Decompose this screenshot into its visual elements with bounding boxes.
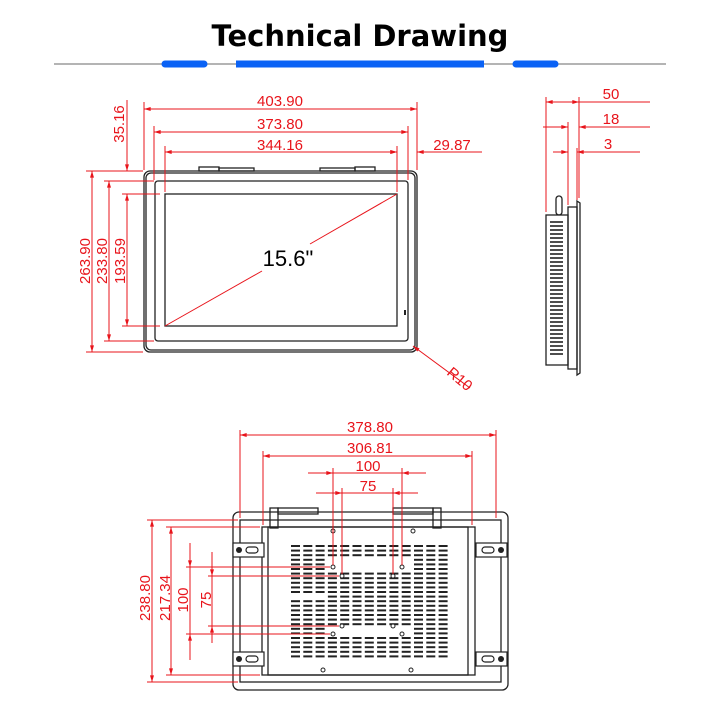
dim-height-bezel: 233.80 — [94, 180, 154, 342]
mounting-hole — [410, 528, 416, 534]
mounting-hole — [390, 623, 396, 629]
mounting-bracket — [232, 651, 265, 667]
svg-text:35.16: 35.16 — [111, 105, 128, 143]
mounting-hole — [399, 631, 405, 637]
mounting-hole — [339, 573, 345, 579]
back-view: 378.80 306.81 100 75 238.80 — [137, 419, 509, 691]
svg-text:18: 18 — [603, 111, 620, 128]
dim-bezel-offset: 29.87 — [380, 137, 482, 154]
mounting-hole — [320, 667, 326, 673]
svg-text:75: 75 — [360, 478, 377, 495]
dim-width-outer: 403.90 — [143, 93, 418, 170]
dim-back-height-enclosure: 217.34 — [157, 526, 260, 676]
dim-vesa-75-vertical: 75 — [198, 552, 339, 643]
back-outline — [232, 507, 509, 691]
svg-text:344.16: 344.16 — [257, 137, 303, 154]
svg-text:217.34: 217.34 — [157, 575, 174, 621]
svg-text:403.90: 403.90 — [257, 93, 303, 110]
mounting-bracket — [232, 542, 265, 558]
mounting-bracket — [475, 542, 508, 558]
dim-vesa-100-horizontal: 100 — [308, 458, 426, 565]
dim-width-bezel: 373.80 — [153, 116, 409, 180]
svg-text:378.80: 378.80 — [347, 419, 393, 436]
svg-text:100: 100 — [175, 587, 192, 612]
mounting-hole — [330, 564, 336, 570]
svg-text:233.80: 233.80 — [94, 238, 111, 284]
dim-top-offset: 35.16 — [111, 100, 129, 171]
svg-text:3: 3 — [604, 136, 612, 153]
dim-vesa-75-horizontal: 75 — [316, 478, 418, 574]
dim-height-screen: 193.59 — [112, 193, 160, 327]
svg-text:50: 50 — [603, 86, 620, 103]
mounting-bracket — [475, 651, 508, 667]
mounting-hole — [390, 573, 396, 579]
dim-width-screen: 344.16 — [164, 137, 398, 192]
svg-text:100: 100 — [355, 458, 380, 475]
dim-depth-panel: 18 — [543, 111, 650, 205]
mounting-hole — [330, 631, 336, 637]
svg-text:238.80: 238.80 — [137, 575, 154, 621]
svg-text:306.81: 306.81 — [347, 440, 393, 457]
mounting-hole — [408, 667, 414, 673]
front-panel-outline — [143, 166, 418, 353]
dim-vesa-100-vertical: 100 — [175, 543, 330, 660]
mounting-hole — [339, 623, 345, 629]
front-view: 15.6" 403.90 373.80 344.16 29.87 35.16 — [77, 93, 482, 395]
screen-diagonal — [164, 270, 263, 327]
accent-bar-center — [236, 60, 484, 68]
svg-text:R10: R10 — [443, 364, 475, 395]
dim-depth-front: 3 — [553, 136, 640, 200]
screen-size-label: 15.6" — [263, 246, 314, 271]
dim-depth-total: 50 — [545, 86, 650, 212]
page-title: Technical Drawing — [212, 19, 509, 53]
dim-back-width-enclosure: 306.81 — [262, 440, 473, 525]
dim-back-width-outer: 378.80 — [239, 419, 497, 518]
side-outline — [545, 195, 581, 377]
svg-text:75: 75 — [198, 592, 215, 609]
side-view: 50 18 3 — [543, 86, 650, 377]
dim-back-height-outer: 238.80 — [137, 519, 238, 683]
svg-text:373.80: 373.80 — [257, 116, 303, 133]
dim-corner-radius: R10 — [412, 345, 475, 395]
header: Technical Drawing — [54, 19, 666, 68]
svg-text:263.90: 263.90 — [77, 238, 94, 284]
svg-text:29.87: 29.87 — [433, 137, 471, 154]
svg-text:193.59: 193.59 — [112, 238, 129, 284]
dim-height-outer: 263.90 — [77, 170, 143, 353]
mounting-hole — [399, 564, 405, 570]
